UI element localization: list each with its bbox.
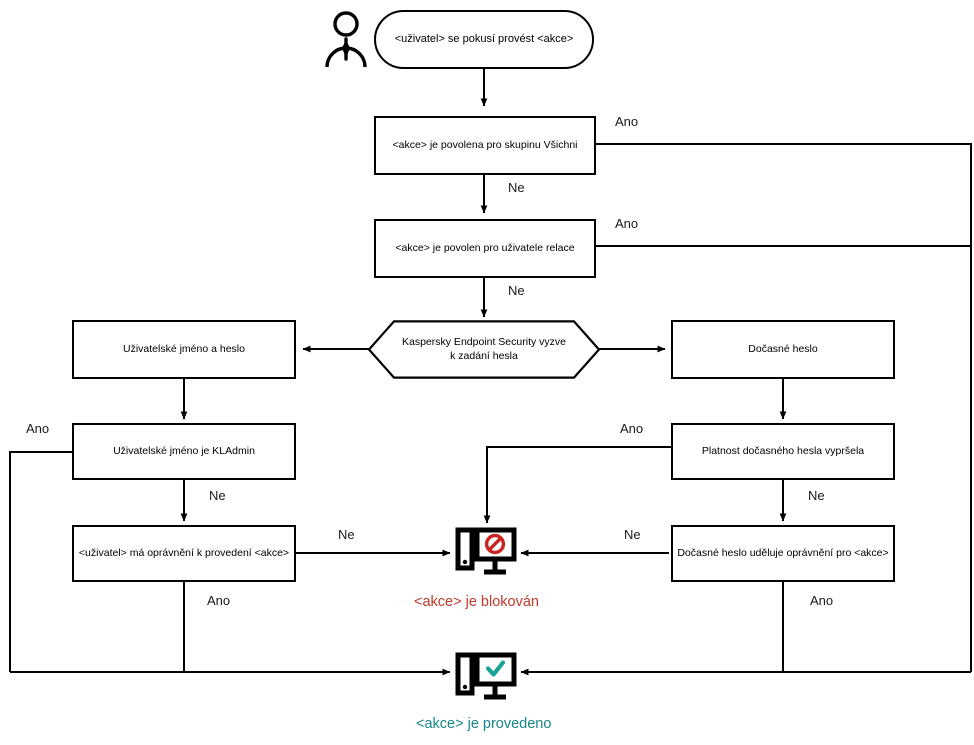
decision-session-user-label: <akce> je povolen pro uživatele relace <box>395 241 575 254</box>
decision-is-kladmin[interactable]: Uživatelské jméno je KLAdmin <box>72 423 296 480</box>
decision-is-kladmin-label: Uživatelské jméno je KLAdmin <box>113 444 255 457</box>
start-node-label: <uživatel> se pokusí provést <akce> <box>394 32 574 45</box>
edge-label-ano-session-user: Ano <box>615 216 639 231</box>
edge-label-ne-grants: Ne <box>624 527 641 542</box>
decision-temp-expired[interactable]: Platnost dočasného hesla vypršela <box>671 423 895 480</box>
node-username-password-label: Uživatelské jméno a heslo <box>123 342 245 355</box>
edge-label-ne-expired: Ne <box>808 488 825 503</box>
password-prompt-node[interactable]: Kaspersky Endpoint Security vyzve k zadá… <box>368 320 600 379</box>
start-node[interactable]: <uživatel> se pokusí provést <akce> <box>374 10 594 69</box>
decision-all-users-label: <akce> je povolena pro skupinu Všichni <box>392 138 578 151</box>
node-temp-password[interactable]: Dočasné heslo <box>671 320 895 379</box>
decision-has-permission-label: <uživatel> má oprávnění k provedení <akc… <box>78 546 290 559</box>
node-username-password[interactable]: Uživatelské jméno a heslo <box>72 320 296 379</box>
decision-temp-expired-label: Platnost dočasného hesla vypršela <box>701 444 865 457</box>
edge-label-ne-all-users: Ne <box>508 180 525 195</box>
person-icon <box>322 10 370 68</box>
computer-blocked-icon <box>455 526 517 581</box>
edge-label-ano-all-users: Ano <box>615 114 639 129</box>
edge-label-ne-kladmin: Ne <box>209 488 226 503</box>
edge-label-ano-grants: Ano <box>810 593 834 608</box>
edge-label-ne-permission: Ne <box>338 527 355 542</box>
edge-label-ne-session-user: Ne <box>508 283 525 298</box>
password-prompt-label: Kaspersky Endpoint Security vyzve k zadá… <box>402 336 566 362</box>
edge-label-ano-kladmin: Ano <box>26 421 50 436</box>
decision-has-permission[interactable]: <uživatel> má oprávnění k provedení <akc… <box>72 525 296 582</box>
edge-label-ano-expired: Ano <box>620 421 644 436</box>
outcome-done-label: <akce> je provedeno <box>416 716 552 732</box>
decision-session-user[interactable]: <akce> je povolen pro uživatele relace <box>374 219 596 278</box>
outcome-blocked-label: <akce> je blokován <box>414 594 539 610</box>
node-temp-password-label: Dočasné heslo <box>748 342 818 355</box>
decision-temp-grants[interactable]: Dočasné heslo uděluje oprávnění pro <akc… <box>671 525 895 582</box>
edge-label-ano-permission: Ano <box>207 593 231 608</box>
computer-check-icon <box>455 651 517 706</box>
decision-all-users-group[interactable]: <akce> je povolena pro skupinu Všichni <box>374 116 596 175</box>
decision-temp-grants-label: Dočasné heslo uděluje oprávnění pro <akc… <box>677 546 889 559</box>
